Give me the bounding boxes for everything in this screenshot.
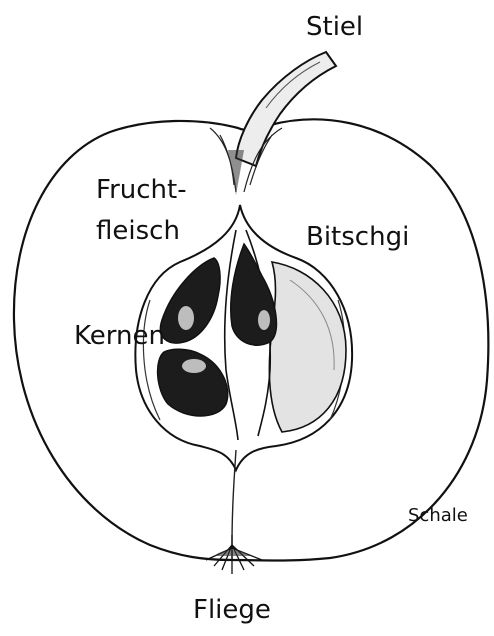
label-skin: Schale [408,507,468,525]
label-core: Bitschgi [306,224,409,250]
label-stem: Stiel [306,14,363,40]
seed-upper-left [160,258,220,343]
empty-seed-chamber [269,262,346,432]
label-flesh-line2: fleisch [96,211,216,252]
seed-center [231,244,277,345]
label-flesh: Frucht- fleisch [96,170,216,252]
label-calyx: Fliege [193,597,271,623]
stem-shape [236,52,336,166]
label-seeds: Kernen [74,323,165,349]
label-flesh-line1: Frucht- [96,170,216,211]
